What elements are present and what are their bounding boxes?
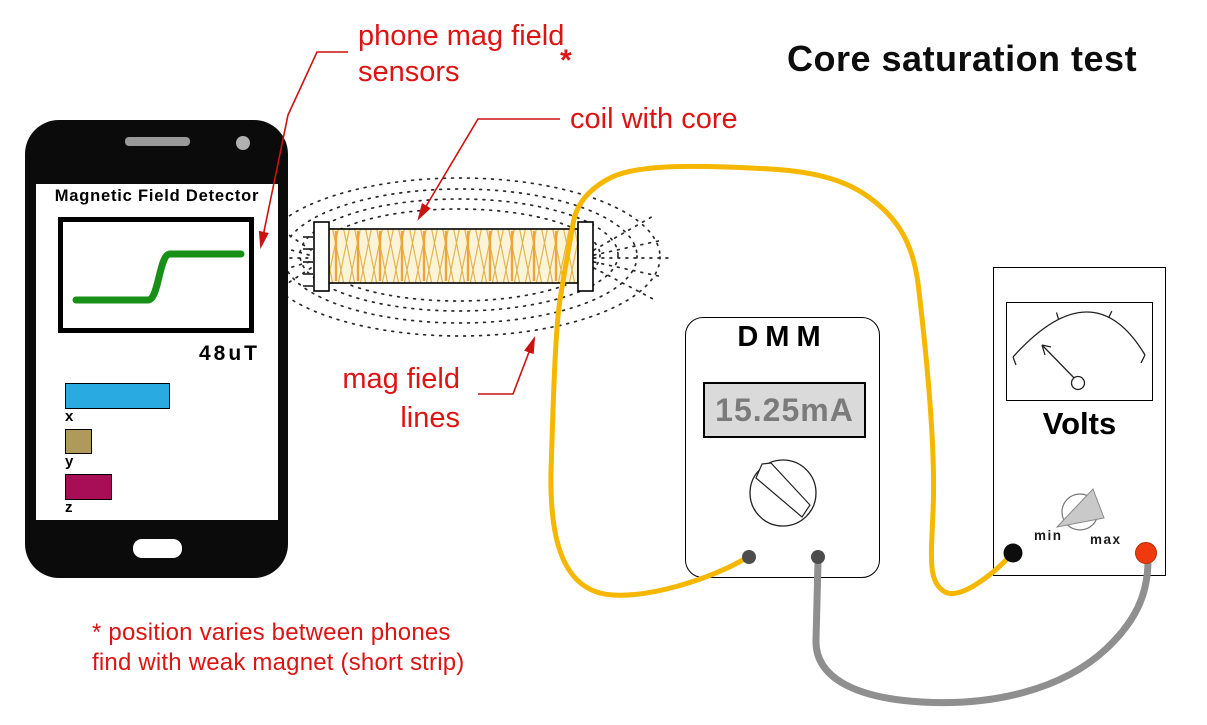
coil-winding-strands [334,231,558,281]
field-fan-line [593,261,664,278]
coil-end-cap-left [313,221,330,292]
annotation-line: phone mag field [358,20,565,52]
coil-with-core [313,221,594,292]
dmm-title: DMM [737,321,828,353]
dmm-display-value: 15.25mA [715,392,854,428]
bar-z [65,474,112,500]
annotation-line: find with weak magnet (short strip) [92,649,465,676]
knob-min-label: min [1034,528,1063,543]
coil-body [327,228,579,284]
field-ellipse-inner [315,208,601,302]
bar-z-label: z [65,499,73,516]
bar-y [65,429,92,454]
annotation-phone-sensors: phone mag field sensors [358,18,564,90]
dmm-meter [685,317,880,578]
phone-home-button [133,539,182,558]
annotation-footnote: * position varies between phones find wi… [92,618,464,678]
annotation-asterisk: * [560,44,572,77]
annotation-line: * position varies between phones [92,619,451,646]
bar-x-label: x [65,408,74,425]
leader-field-lines [478,336,536,395]
field-ellipse-outer [259,177,661,337]
phone-camera [236,136,250,150]
volt-meter-face [1006,302,1153,401]
field-ellipse [282,188,638,324]
knob-max-label: max [1090,532,1122,547]
annotation-coil: coil with core [570,103,738,135]
page-title: Core saturation test [787,38,1138,79]
annotation-field-lines: mag field lines [310,360,460,438]
field-graph [58,217,254,333]
field-reading: 48uT [198,342,260,365]
field-fan-line [593,214,656,251]
field-fan-line [593,239,664,256]
field-ellipse [299,198,619,312]
volt-meter-title: Volts [1042,406,1117,441]
field-fan-line [593,267,656,301]
annotation-line: mag field [342,363,460,395]
gray-wire [812,556,1152,707]
coil-end-cap-right [577,221,594,292]
bar-x [65,383,170,409]
saturation-curve [72,250,245,304]
app-title: Magnetic Field Detector [54,187,260,205]
annotation-line: lines [400,402,460,434]
leader-coil [417,118,560,221]
bar-y-label: y [65,453,74,470]
annotation-line: sensors [358,56,460,88]
phone-speaker [125,137,190,146]
